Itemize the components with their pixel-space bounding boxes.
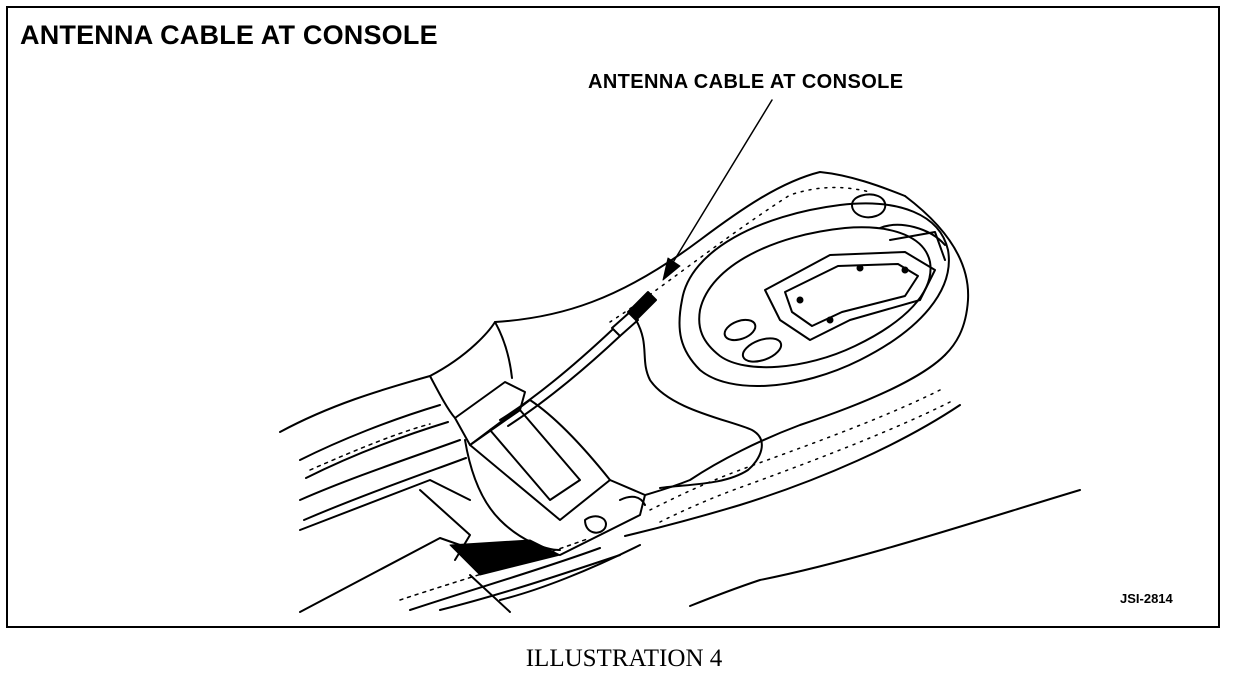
frame-title: ANTENNA CABLE AT CONSOLE [20, 20, 438, 50]
console-line-drawing [279, 99, 1081, 613]
illustration-frame: ANTENNA CABLE AT CONSOLE ANTENNA CABLE A… [6, 6, 1220, 628]
console-shell [279, 171, 1081, 607]
shifter-bezel [678, 193, 950, 388]
console-rails [299, 404, 641, 613]
antenna-cable [499, 291, 763, 489]
illustration-caption: ILLUSTRATION 4 [525, 645, 723, 672]
figure-id: JSI-2814 [1120, 591, 1173, 606]
callout-leader-arrow [662, 99, 773, 281]
callout-label: ANTENNA CABLE AT CONSOLE [588, 71, 904, 93]
radio-cavity [454, 381, 646, 556]
